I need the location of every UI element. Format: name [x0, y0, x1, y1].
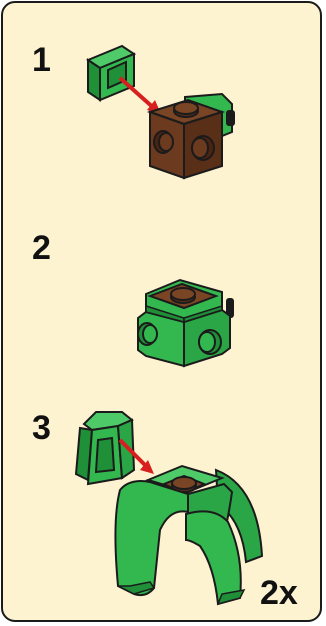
- green-arch-assembly-icon: [115, 466, 262, 604]
